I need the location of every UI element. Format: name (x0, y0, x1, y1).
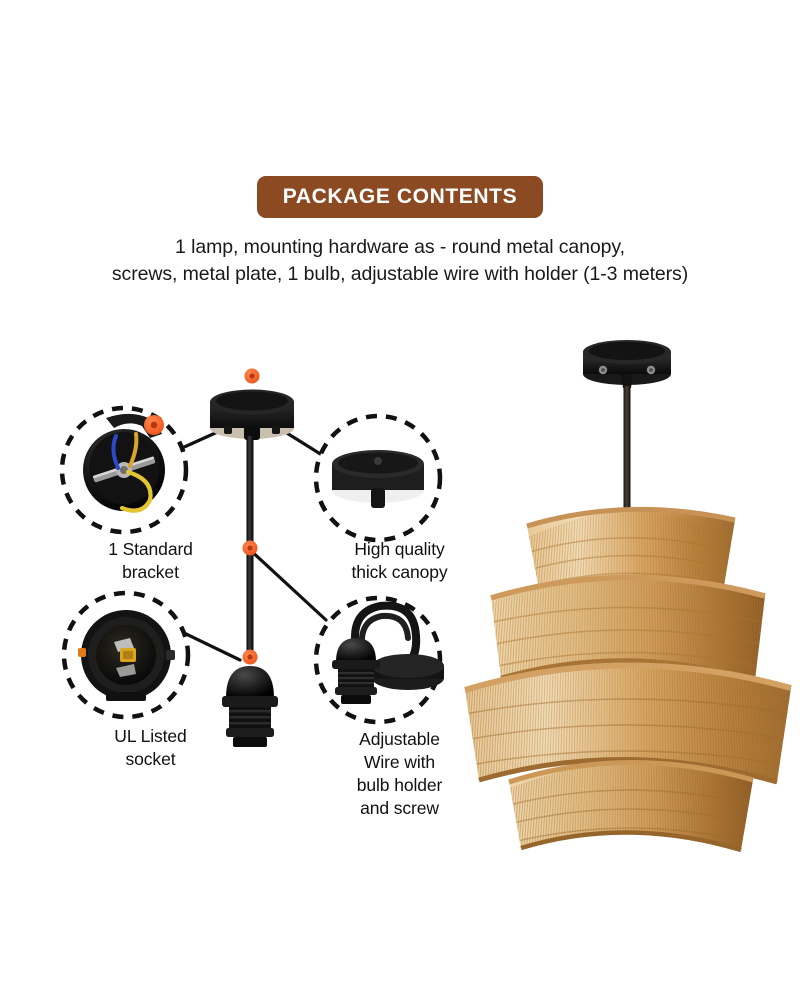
callout-label-socket: UL Listed socket (58, 725, 243, 771)
wire-label-line-4: and screw (360, 798, 439, 818)
ul-listed-socket-icon (78, 610, 175, 701)
central-lamp-assembly (210, 368, 294, 747)
description-line-1: 1 lamp, mounting hardware as - round met… (175, 236, 625, 258)
rattan-pendant-lamp-illustration (464, 340, 792, 853)
shade-tier-1 (526, 506, 736, 594)
lamp-parts-diagram: 1 Standard bracket High quality thick ca… (30, 330, 500, 850)
product-photo (455, 330, 800, 910)
lower-marker-dot (242, 649, 258, 665)
wire-label-line-3: bulb holder (356, 775, 443, 795)
thick-canopy-icon (332, 450, 424, 508)
shade-tier-2 (490, 574, 766, 683)
callout-bubble-socket (61, 590, 191, 720)
bracket-label-line-2: bracket (122, 562, 179, 582)
canopy-part (210, 389, 294, 440)
canopy-label-line-2: thick canopy (351, 562, 448, 582)
callout-label-canopy: High quality thick canopy (302, 538, 497, 584)
package-contents-banner: PACKAGE CONTENTS (256, 176, 544, 219)
package-contents-description: 1 lamp, mounting hardware as - round met… (0, 234, 800, 288)
description-line-2: screws, metal plate, 1 bulb, adjustable … (111, 263, 689, 285)
package-contents-header: PACKAGE CONTENTS (0, 176, 800, 219)
callout-bubble-wire (313, 595, 444, 725)
shade-tier-4 (508, 760, 754, 853)
diagram-illustration (59, 368, 444, 747)
canopy-label-line-1: High quality (354, 539, 445, 559)
socket-label-line-2: socket (125, 749, 176, 769)
adjustable-wire-icon (332, 601, 444, 704)
bracket-label-line-1: 1 Standard (108, 539, 193, 559)
callout-bubble-canopy (313, 413, 443, 543)
callout-label-wire: Adjustable Wire with bulb holder and scr… (302, 728, 497, 820)
socket-label-line-1: UL Listed (114, 726, 187, 746)
callout-bubble-bracket (59, 405, 189, 535)
shade-tier-3 (464, 662, 792, 785)
bulb-holder-part (222, 666, 278, 747)
suspension-rod (623, 386, 631, 534)
top-marker-dot (244, 368, 260, 384)
wire-label-line-2: Wire with (363, 752, 436, 772)
wire-label-line-1: Adjustable (359, 729, 440, 749)
standard-bracket-icon (83, 413, 165, 513)
ceiling-canopy (583, 340, 671, 388)
callout-label-bracket: 1 Standard bracket (58, 538, 243, 584)
mid-marker-dot (242, 540, 258, 556)
